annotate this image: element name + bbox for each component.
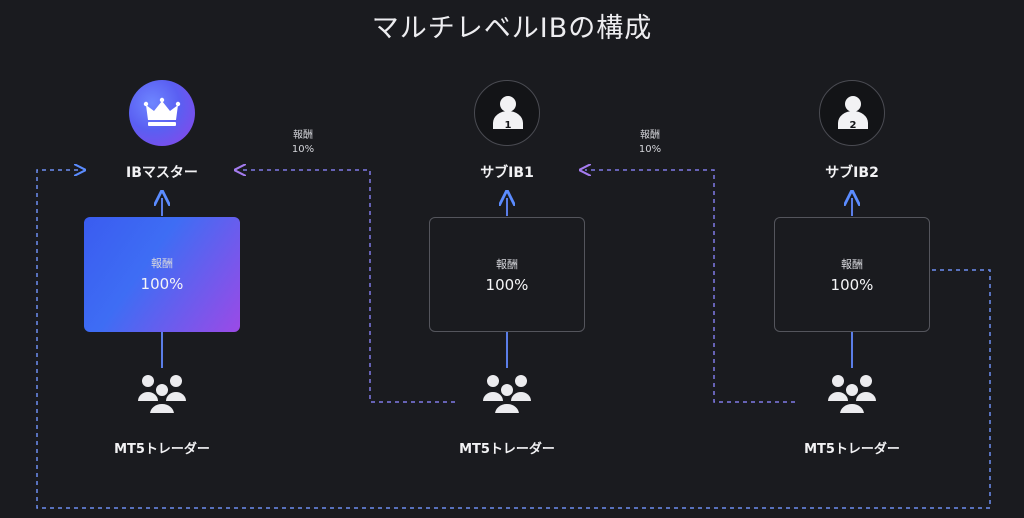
reward-box-ib-master: 報酬 100% [84, 217, 240, 332]
page-title: マルチレベルIBの構成 [371, 13, 653, 44]
payout-label-1: 報酬 10% [273, 129, 333, 157]
trader-label-1: MT5トレーダー [114, 442, 210, 457]
user-icon: 2 [838, 96, 868, 131]
reward-label: 報酬 [841, 258, 863, 271]
outer-loop-link [36, 170, 991, 509]
trader-label-3: MT5トレーダー [804, 442, 900, 457]
traders-icon [138, 375, 186, 415]
node-label-sub-ib2: サブIB2 [825, 165, 879, 181]
payout-link-2 [585, 170, 795, 403]
reward-value: 100% [830, 276, 874, 294]
sub-ib1-avatar: 1 [474, 80, 540, 146]
ib-master-avatar [129, 80, 195, 146]
reward-label: 報酬 [496, 258, 518, 271]
payout-link-1 [240, 170, 455, 403]
node-label-sub-ib1: サブIB1 [480, 165, 534, 181]
reward-value: 100% [485, 276, 529, 294]
node-label-ib-master: IBマスター [126, 165, 198, 181]
user-icon: 1 [493, 96, 523, 131]
crown-icon [143, 97, 181, 126]
payout-label: 報酬 [293, 130, 313, 141]
user-badge: 1 [505, 120, 512, 131]
trader-label-2: MT5トレーダー [459, 442, 555, 457]
reward-box-sub-ib2: 報酬 100% [774, 217, 930, 332]
sub-ib2-avatar: 2 [819, 80, 885, 146]
reward-label: 報酬 [151, 257, 173, 270]
traders-icon [483, 375, 531, 415]
payout-label-2: 報酬 10% [620, 129, 680, 157]
user-badge: 2 [850, 120, 857, 131]
payout-value: 10% [638, 144, 662, 155]
reward-box-sub-ib1: 報酬 100% [429, 217, 585, 332]
payout-value: 10% [291, 144, 315, 155]
reward-value: 100% [140, 275, 184, 293]
payout-label: 報酬 [640, 130, 660, 141]
traders-icon [828, 375, 876, 415]
